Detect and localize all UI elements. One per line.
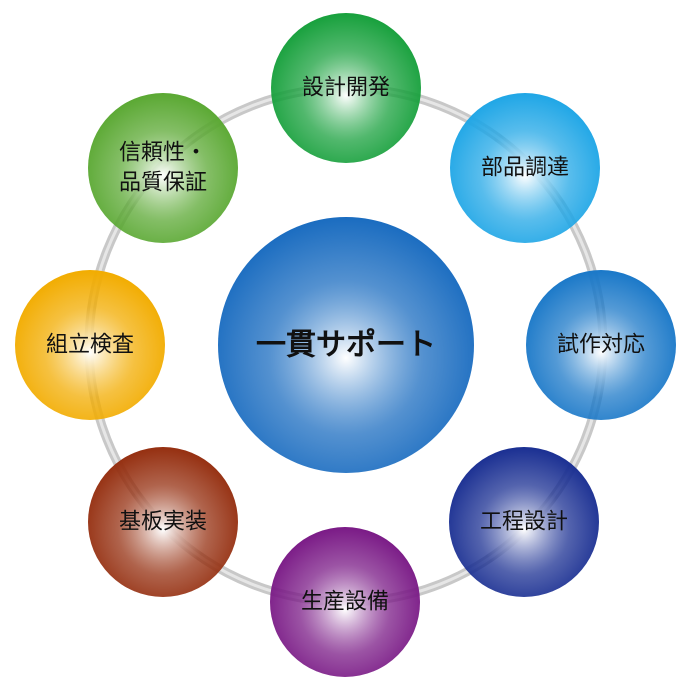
node-quality: 信頼性・品質保証 (88, 93, 238, 243)
node-circle (526, 270, 676, 420)
node-label: 信頼性・ (119, 141, 207, 166)
center-label: 一貫サポート (256, 328, 436, 363)
node-circle (270, 527, 420, 677)
node-circle (271, 13, 421, 163)
node-label: 設計開発 (302, 76, 390, 101)
node-label: 基板実装 (119, 510, 207, 535)
node-label: 試作対応 (557, 333, 645, 358)
node-label: 工程設計 (480, 510, 568, 535)
node-mounting: 基板実装 (88, 447, 238, 597)
node-prototype: 試作対応 (526, 270, 676, 420)
node-label: 組立検査 (46, 333, 134, 358)
node-circle (88, 447, 238, 597)
node-circle (88, 93, 238, 243)
node-label: 品質保証 (119, 171, 207, 196)
node-circle (449, 447, 599, 597)
node-design: 設計開発 (271, 13, 421, 163)
node-circle (15, 270, 165, 420)
center-circle (218, 217, 474, 473)
node-equipment: 生産設備 (270, 527, 420, 677)
node-process: 工程設計 (449, 447, 599, 597)
node-label: 生産設備 (301, 590, 389, 615)
node-label: 部品調達 (481, 156, 569, 181)
node-assembly: 組立検査 (15, 270, 165, 420)
node-procurement: 部品調達 (450, 93, 600, 243)
center-node: 一貫サポート (218, 217, 474, 473)
node-circle (450, 93, 600, 243)
